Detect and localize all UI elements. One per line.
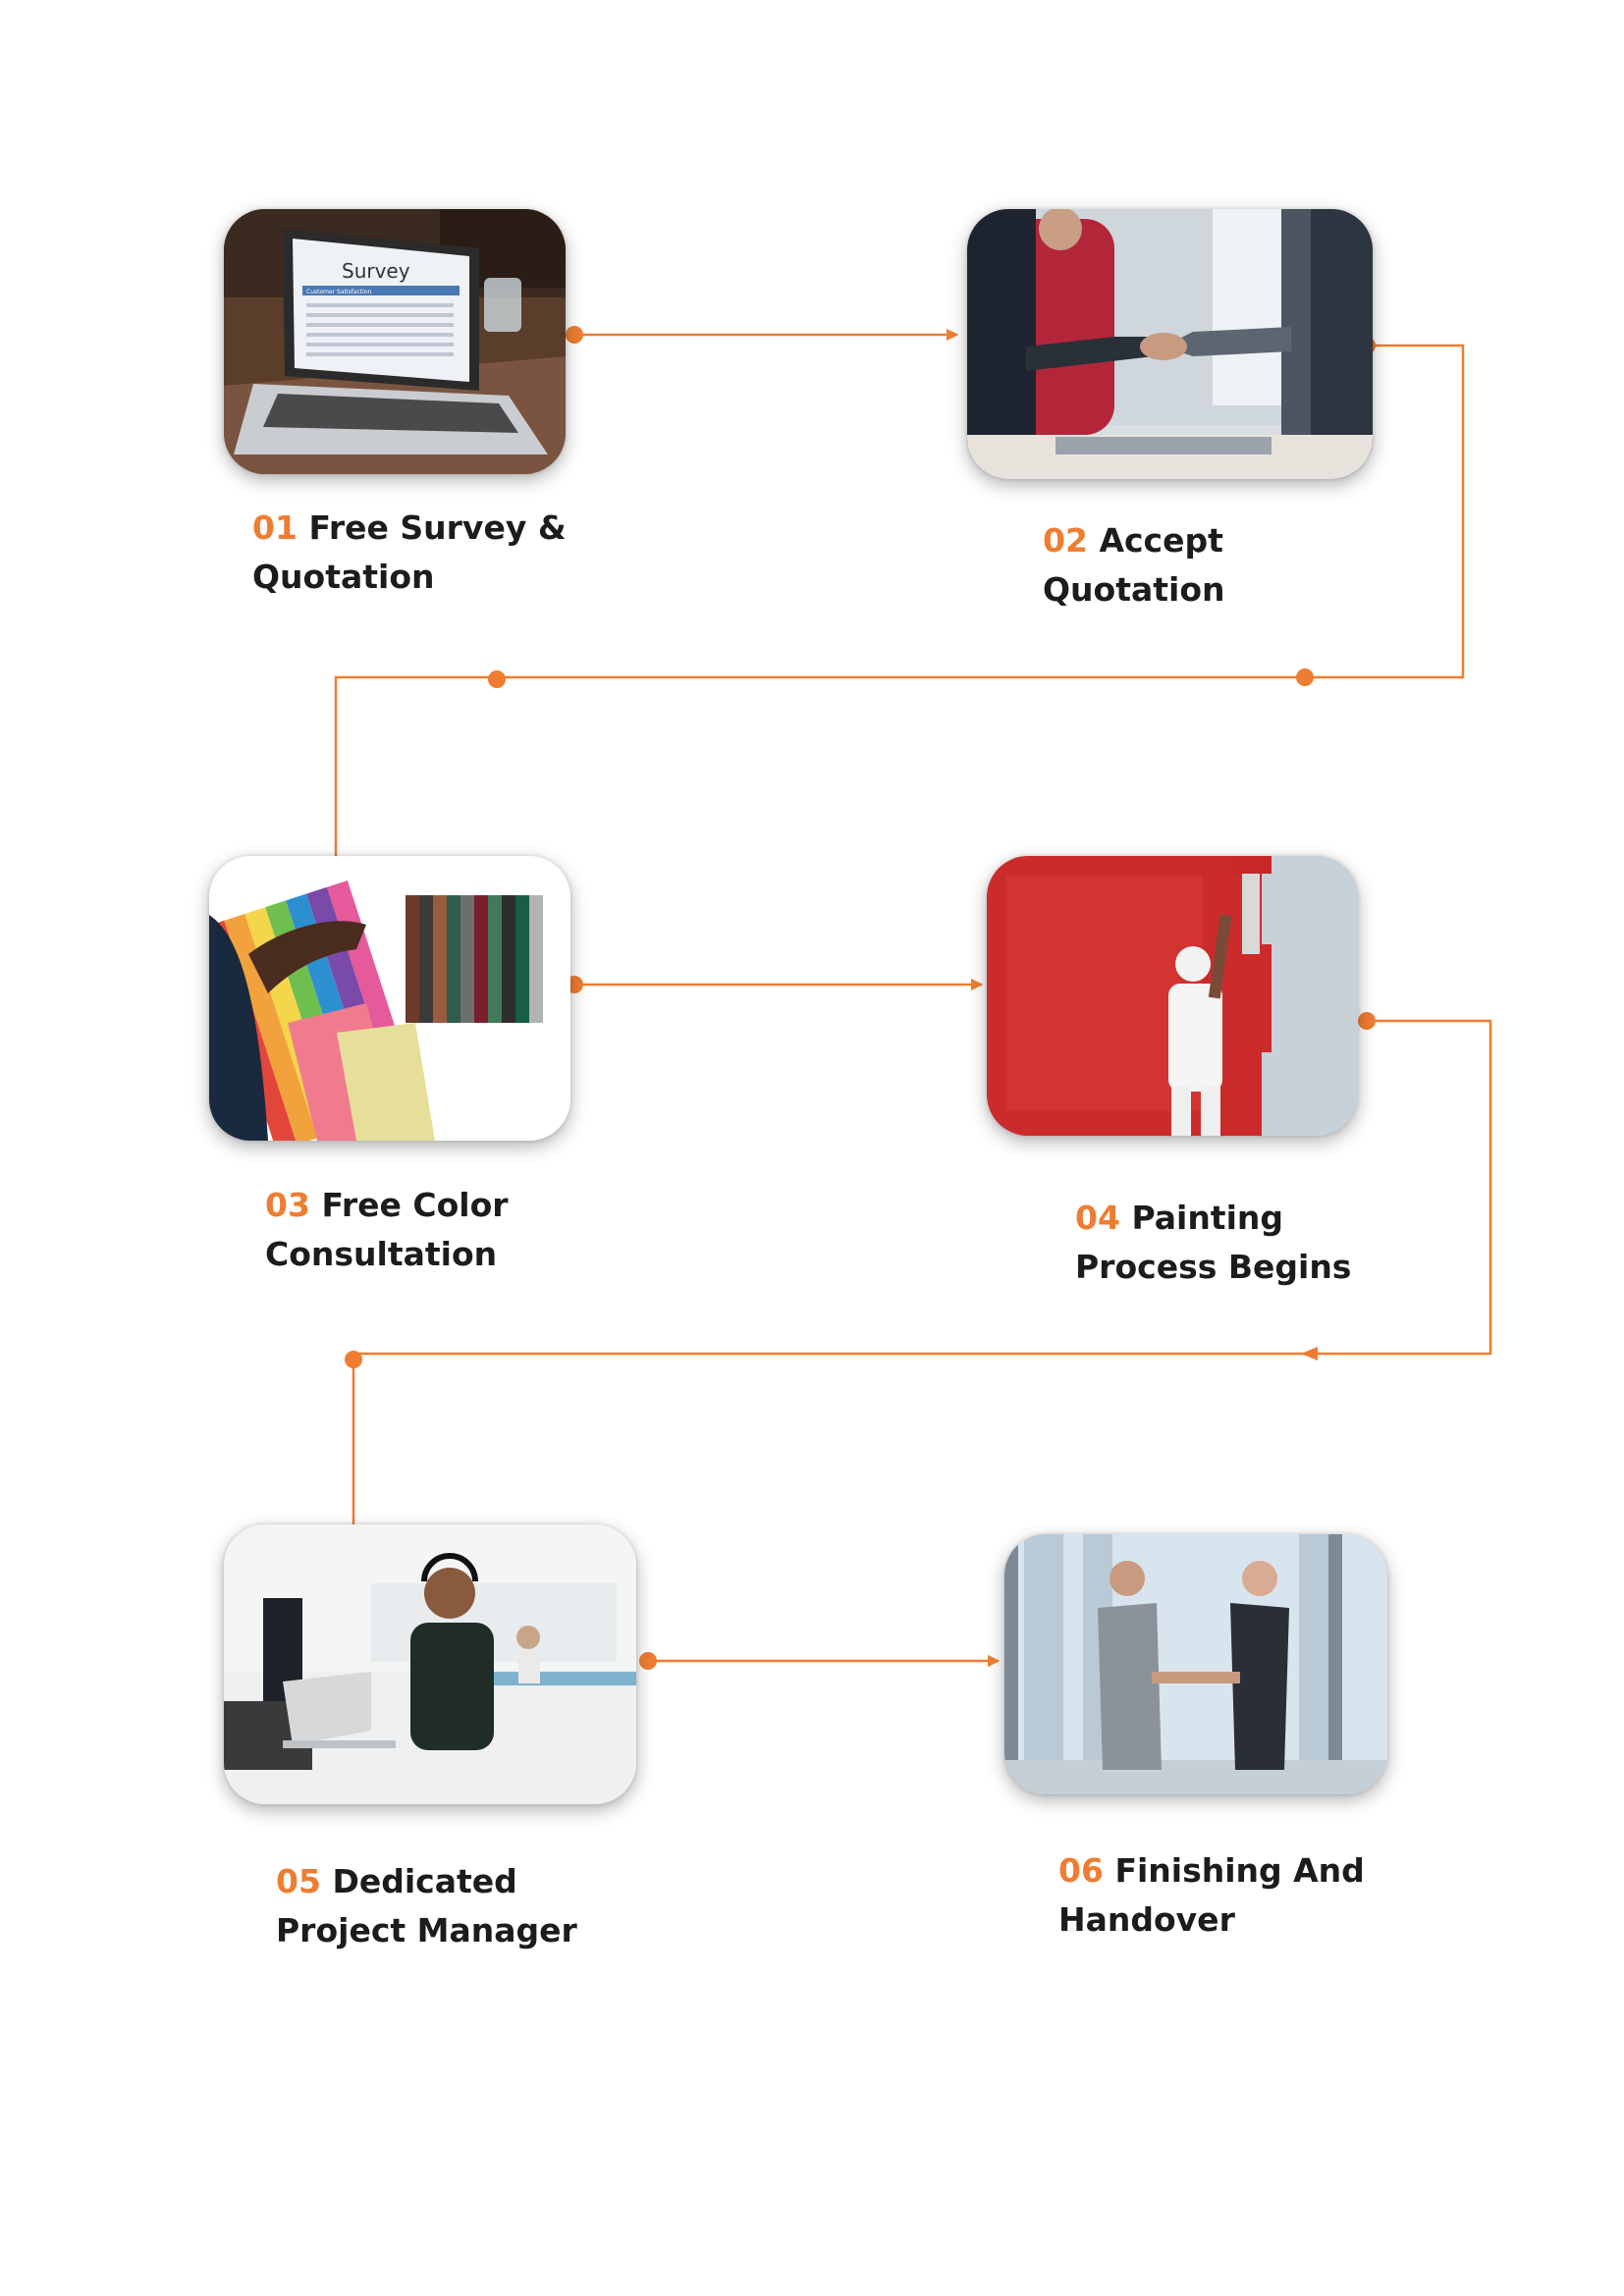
connector-2-to-3 (334, 344, 1465, 856)
color-swatch-fan-photo (209, 856, 570, 1141)
step-2-title-line1: Accept (1099, 521, 1223, 560)
step-2-number: 02 (1043, 521, 1088, 560)
step-5-title-line1: Dedicated (332, 1862, 517, 1900)
connector-dot (1358, 1012, 1376, 1030)
handover-handshake-photo (1004, 1534, 1387, 1794)
survey-screen-subtitle: Customer Satisfaction (306, 289, 371, 295)
step-3-label: 03 Free Color Consultation (265, 1181, 509, 1279)
step-4-label: 04 Painting Process Begins (1075, 1194, 1351, 1292)
step-1-title-line1: Free Survey & (308, 508, 567, 547)
step-3-title-line1: Free Color (321, 1186, 509, 1224)
survey-screen-title: Survey (342, 259, 410, 283)
step-5-number: 05 (276, 1862, 321, 1900)
step-1-title-line2: Quotation (252, 558, 435, 596)
step-6-number: 06 (1058, 1851, 1104, 1890)
step-4-title-line1: Painting (1131, 1199, 1284, 1237)
step-1-label: 01 Free Survey & Quotation (252, 504, 567, 602)
connector-dot (639, 1652, 657, 1670)
connector-dot (566, 326, 583, 344)
project-manager-laptop-photo (224, 1524, 636, 1804)
step-5-label: 05 Dedicated Project Manager (276, 1857, 577, 1955)
connector-dot (345, 1351, 362, 1368)
business-handshake-photo (967, 209, 1373, 479)
step-4-title-line2: Process Begins (1075, 1248, 1352, 1286)
connector-4-to-5 (352, 1019, 1492, 1524)
arrowhead-left (1301, 1347, 1318, 1361)
step-3-title-line2: Consultation (265, 1235, 498, 1273)
step-1-number: 01 (252, 508, 298, 547)
step-2-label: 02 Accept Quotation (1043, 516, 1225, 614)
painter-red-wall-photo (987, 856, 1358, 1136)
laptop-survey-photo: Survey Customer Satisfaction (224, 209, 566, 474)
step-5-title-line2: Project Manager (276, 1911, 577, 1949)
step-2-title-line2: Quotation (1043, 570, 1225, 609)
step-6-title-line1: Finishing And (1114, 1851, 1365, 1890)
step-6-label: 06 Finishing And Handover (1058, 1846, 1365, 1945)
connector-dot (488, 670, 506, 688)
step-6-title-line2: Handover (1058, 1900, 1235, 1939)
step-4-number: 04 (1075, 1199, 1120, 1237)
connector-dot (1296, 668, 1314, 686)
step-3-number: 03 (265, 1186, 310, 1224)
